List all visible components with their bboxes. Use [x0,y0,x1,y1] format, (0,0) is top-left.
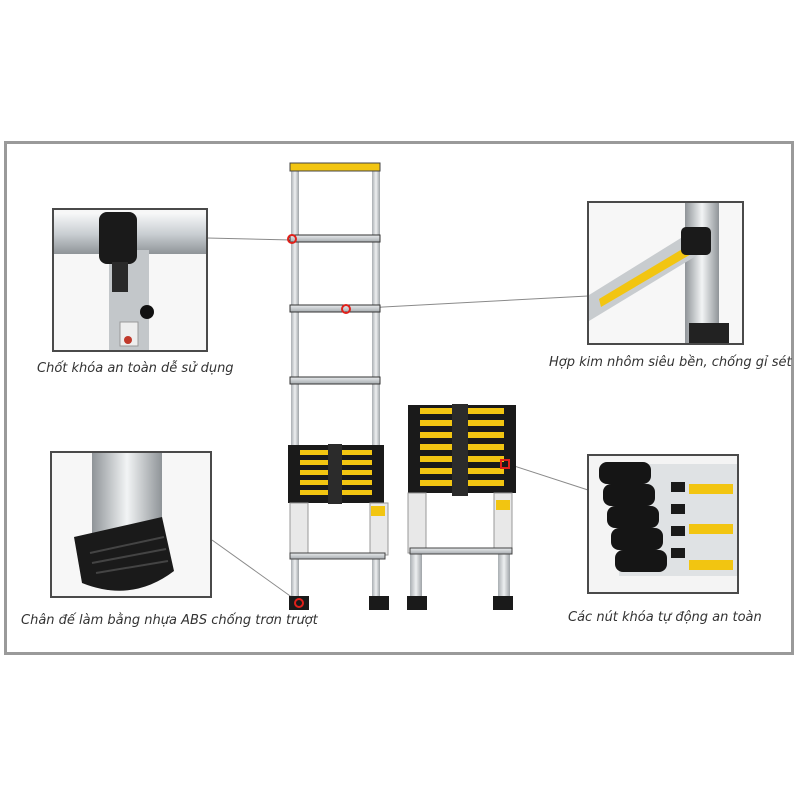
foot-image [52,453,210,596]
caption-lock-pin: Chốt khóa an toàn dễ sử dụng [37,361,234,376]
alloy-image [589,203,742,343]
lock-pin-image [54,210,206,350]
extended-ladder [287,162,389,610]
detail-foot [50,451,212,598]
detail-auto-lock [587,454,739,594]
product-frame [4,141,794,655]
collapsed-ladder [407,404,516,610]
detail-lock-pin [52,208,208,352]
connector-lines [206,237,589,604]
auto-lock-image [589,456,737,592]
detail-alloy [587,201,744,345]
caption-foot: Chân đế làm bằng nhựa ABS chống trơn trư… [21,613,318,628]
caption-auto-lock: Các nút khóa tự động an toàn [568,610,762,625]
caption-alloy: Hợp kim nhôm siêu bền, chống gỉ sét [549,355,792,370]
